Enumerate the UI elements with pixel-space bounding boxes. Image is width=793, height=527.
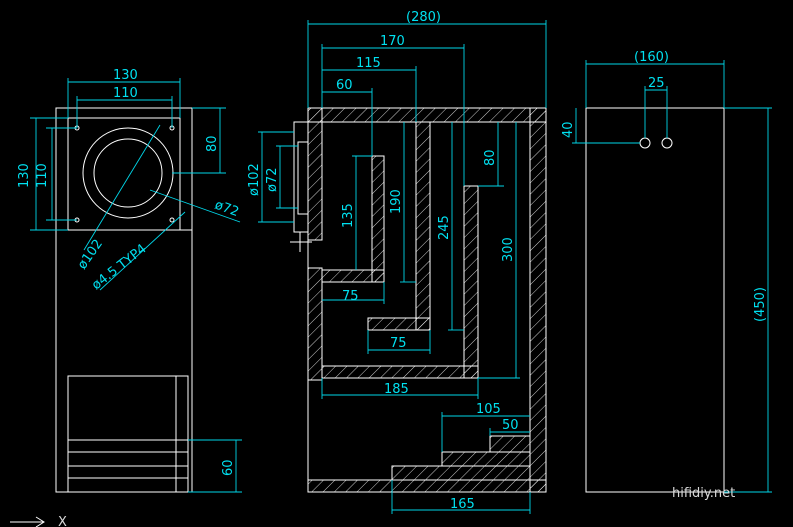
dim-115: 115 xyxy=(356,56,381,71)
terminal-right xyxy=(661,137,673,149)
dim-185: 185 xyxy=(384,382,409,397)
side-view: (160) 25 40 (450) xyxy=(561,50,772,493)
dim-170: 170 xyxy=(380,34,405,49)
back-wall xyxy=(529,107,547,493)
dim-front-width: 130 xyxy=(113,68,138,83)
dim-terminal-spacing: 25 xyxy=(648,76,665,91)
dim-dia-72: ø72 xyxy=(265,168,280,193)
dim-50: 50 xyxy=(502,418,519,433)
dim-190: 190 xyxy=(389,189,404,214)
front-wall-upper xyxy=(307,107,323,241)
dim-front-inner-height: 110 xyxy=(35,163,50,188)
section-view: (280) 170 115 60 ø102 ø72 135 190 245 80… xyxy=(247,10,547,514)
dim-75-upper: 75 xyxy=(342,289,359,304)
dim-driver-offset: 80 xyxy=(205,135,220,152)
dim-105: 105 xyxy=(476,402,501,417)
step-3 xyxy=(489,435,531,453)
inner-dia-leader xyxy=(149,189,241,223)
driver-inner-ring xyxy=(93,138,163,208)
axis-label: X xyxy=(58,515,67,527)
baffle-3-vertical xyxy=(463,185,479,379)
watermark: hifidiy.net xyxy=(672,486,735,501)
dim-side-height: (450) xyxy=(753,287,768,322)
front-wall-lower xyxy=(307,267,323,381)
mount-hole xyxy=(169,217,175,223)
terminal-left xyxy=(639,137,651,149)
driver-magnet xyxy=(297,141,309,215)
dim-80: 80 xyxy=(483,149,498,166)
dim-side-width: (160) xyxy=(634,50,669,65)
dim-165: 165 xyxy=(450,497,475,512)
dim-driver-dia-inner: ø72 xyxy=(213,198,241,220)
hole-leader xyxy=(99,211,186,291)
dim-135: 135 xyxy=(341,203,356,228)
baffle-3-horizontal xyxy=(321,365,479,379)
dim-port-height: 60 xyxy=(221,459,236,476)
baffle-2-horizontal xyxy=(367,317,431,331)
step-2 xyxy=(441,451,531,467)
dim-75-lower: 75 xyxy=(390,336,407,351)
dim-dia-102: ø102 xyxy=(247,163,262,196)
dia-leader xyxy=(83,124,161,251)
baffle-1-horizontal xyxy=(321,269,385,283)
dim-driver-dia-outer: ø102 xyxy=(75,237,106,272)
baffle-1-vertical xyxy=(371,155,385,283)
step-1 xyxy=(391,465,531,481)
dim-overall-depth: (280) xyxy=(406,10,441,25)
dim-terminal-height: 40 xyxy=(561,121,576,138)
side-panel-outline xyxy=(585,107,725,493)
dim-300: 300 xyxy=(501,237,516,262)
front-panel-outline xyxy=(55,107,193,493)
dim-60: 60 xyxy=(336,78,353,93)
dim-front-height: 130 xyxy=(17,163,32,188)
driver-mount-plate xyxy=(67,117,181,231)
dim-245: 245 xyxy=(437,215,452,240)
top-wall xyxy=(307,107,547,123)
bottom-wall xyxy=(307,479,547,493)
driver-frame xyxy=(293,121,309,233)
driver-outer-ring xyxy=(82,127,174,219)
baffle-2-vertical xyxy=(415,121,431,331)
front-view: 130 110 130 110 80 ø102 ø4.5 TYP4 ø72 60 xyxy=(17,68,242,493)
ucs-axis-arrow xyxy=(35,516,45,527)
port-opening xyxy=(67,375,189,493)
dim-front-inner-width: 110 xyxy=(113,86,138,101)
